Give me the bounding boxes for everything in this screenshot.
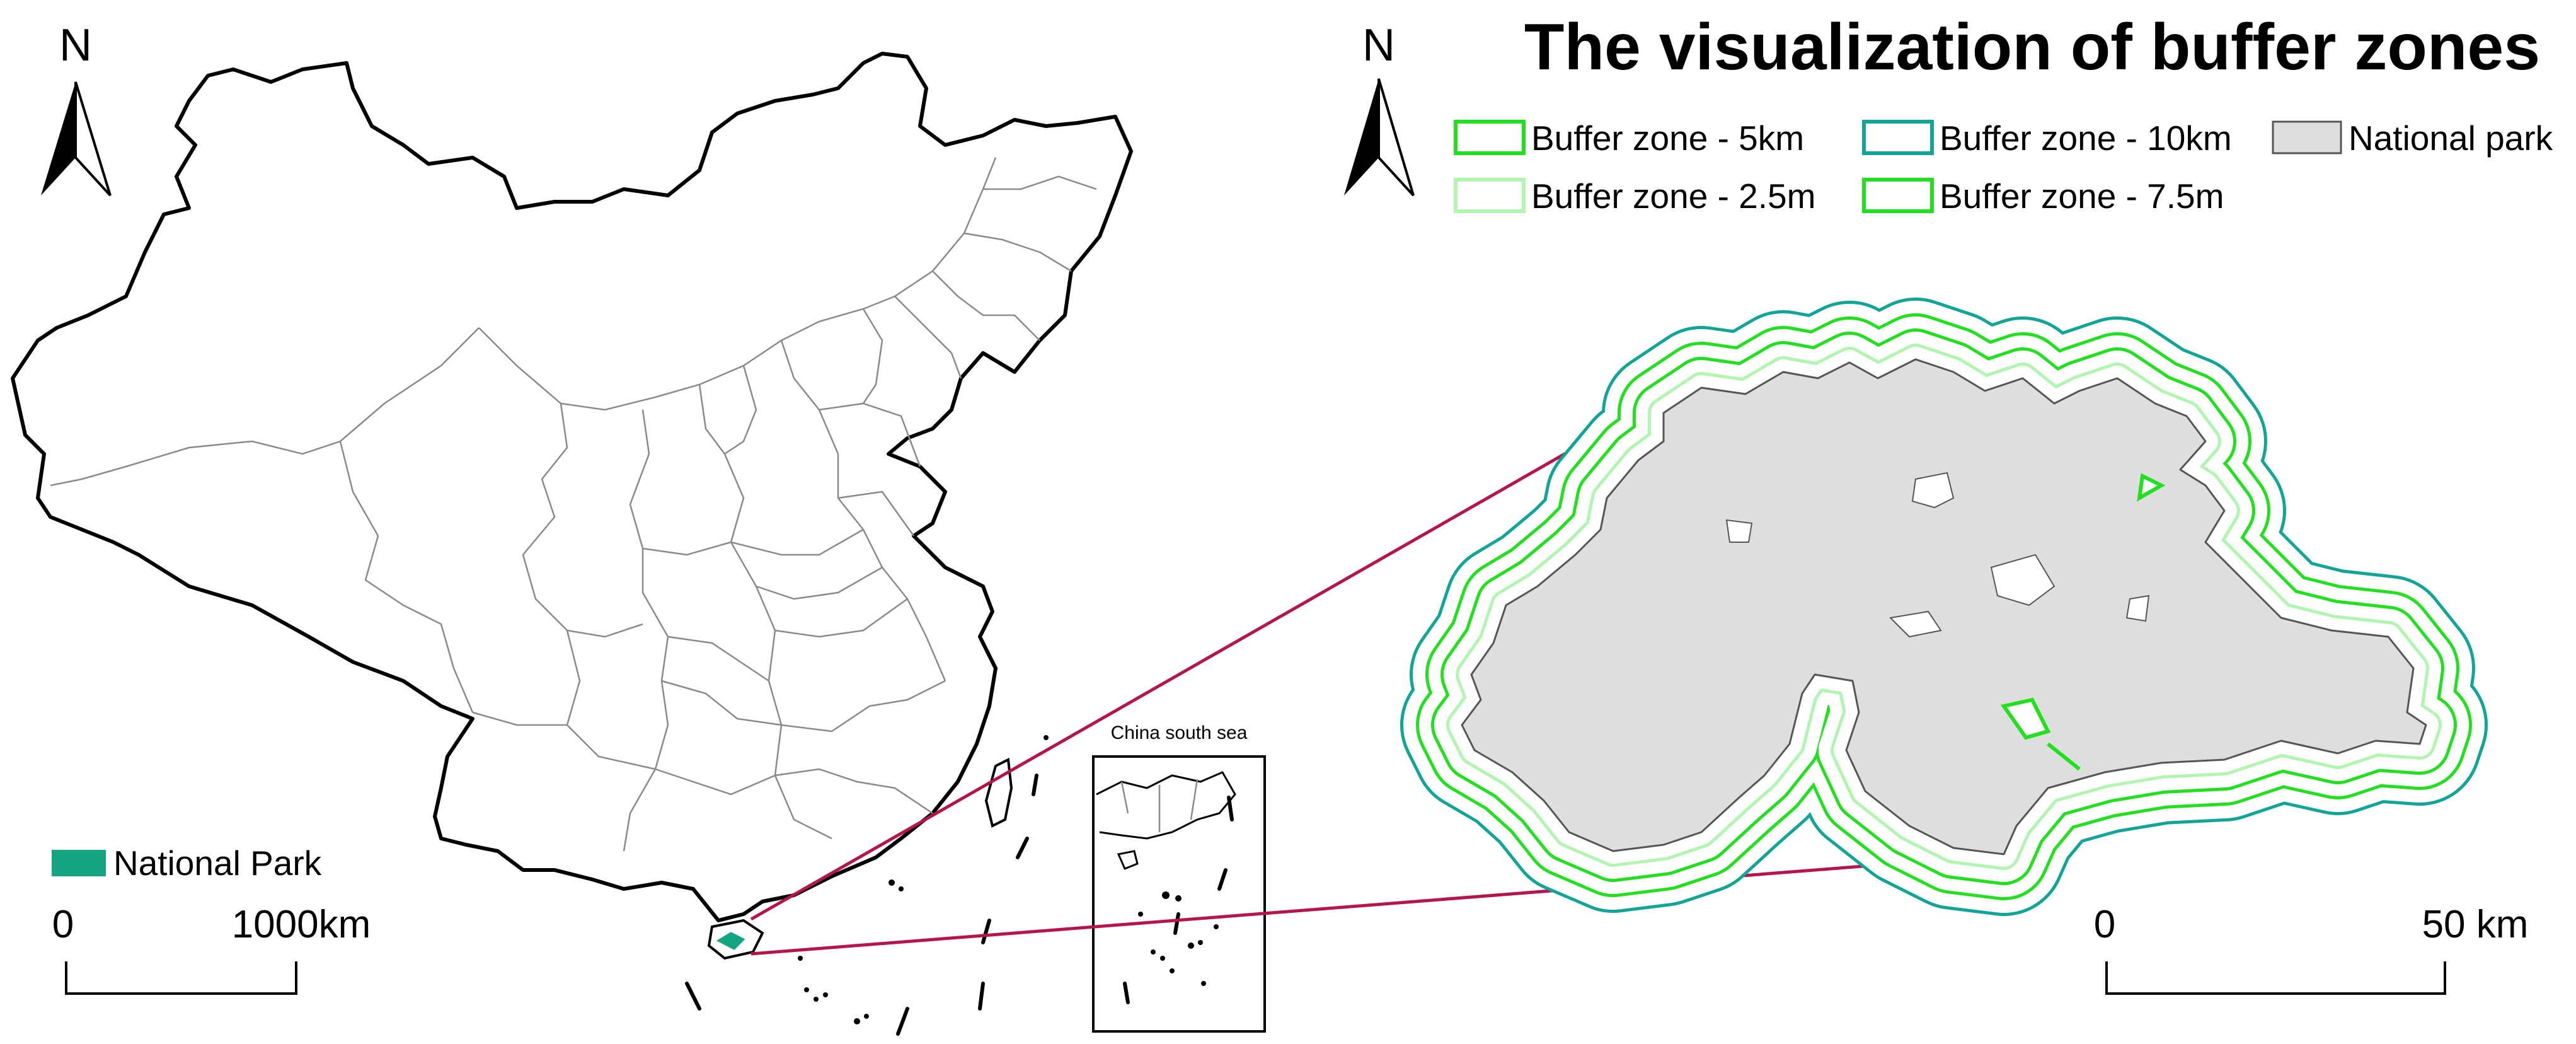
north-label-right: N: [1362, 20, 1395, 71]
legend-label-buffer-7-5m: Buffer zone - 7.5m: [1940, 177, 2224, 216]
scale-bar-right: 0 50 km: [2094, 903, 2529, 995]
north-label-left: N: [59, 20, 92, 71]
south-sea-inset: China south sea: [1092, 722, 1266, 1033]
legend-swatch-national-park: [52, 850, 106, 876]
legend-left: National Park: [52, 844, 322, 883]
taiwan-island: [984, 757, 1013, 828]
north-arrow-left: N: [41, 20, 112, 197]
legend-label-buffer-5km: Buffer zone - 5km: [1531, 119, 1804, 158]
legend-swatch-buffer-5km: [1454, 120, 1526, 155]
national-park-marker: [716, 932, 745, 950]
legend-swatch-national-park-right: [2272, 120, 2342, 154]
scale-end-right: 50 km: [2422, 903, 2529, 946]
legend-swatch-buffer-7-5m: [1862, 178, 1934, 213]
inset-label: China south sea: [1111, 722, 1248, 743]
legend-swatch-buffer-10km: [1862, 120, 1934, 155]
legend-right: Buffer zone - 5km Buffer zone - 2.5m Buf…: [1454, 119, 2553, 216]
legend-label-buffer-10km: Buffer zone - 10km: [1940, 119, 2232, 158]
province-boundaries: [50, 157, 1097, 852]
legend-label-national-park: National Park: [113, 844, 322, 883]
legend-label-national-park-right: National park: [2349, 119, 2553, 158]
scale-start-right: 0: [2094, 903, 2115, 946]
figure-title: The visualization of buffer zones: [1524, 11, 2540, 84]
south-sea-dashes: [685, 735, 1049, 1036]
legend-label-buffer-2-5m: Buffer zone - 2.5m: [1531, 177, 1815, 216]
scale-end-left: 1000km: [232, 903, 371, 946]
china-outline: [11, 52, 1133, 922]
zoom-leader-lines: [750, 389, 2008, 956]
buffer-zones: [1462, 359, 2426, 854]
legend-swatch-buffer-2-5m: [1454, 178, 1526, 213]
china-map: [11, 52, 1133, 1036]
park-interior-details: [1725, 472, 2166, 771]
scale-bar-left: 0 1000km: [52, 903, 371, 995]
scale-start-left: 0: [52, 903, 74, 946]
north-arrow-right: N: [1344, 20, 1415, 197]
